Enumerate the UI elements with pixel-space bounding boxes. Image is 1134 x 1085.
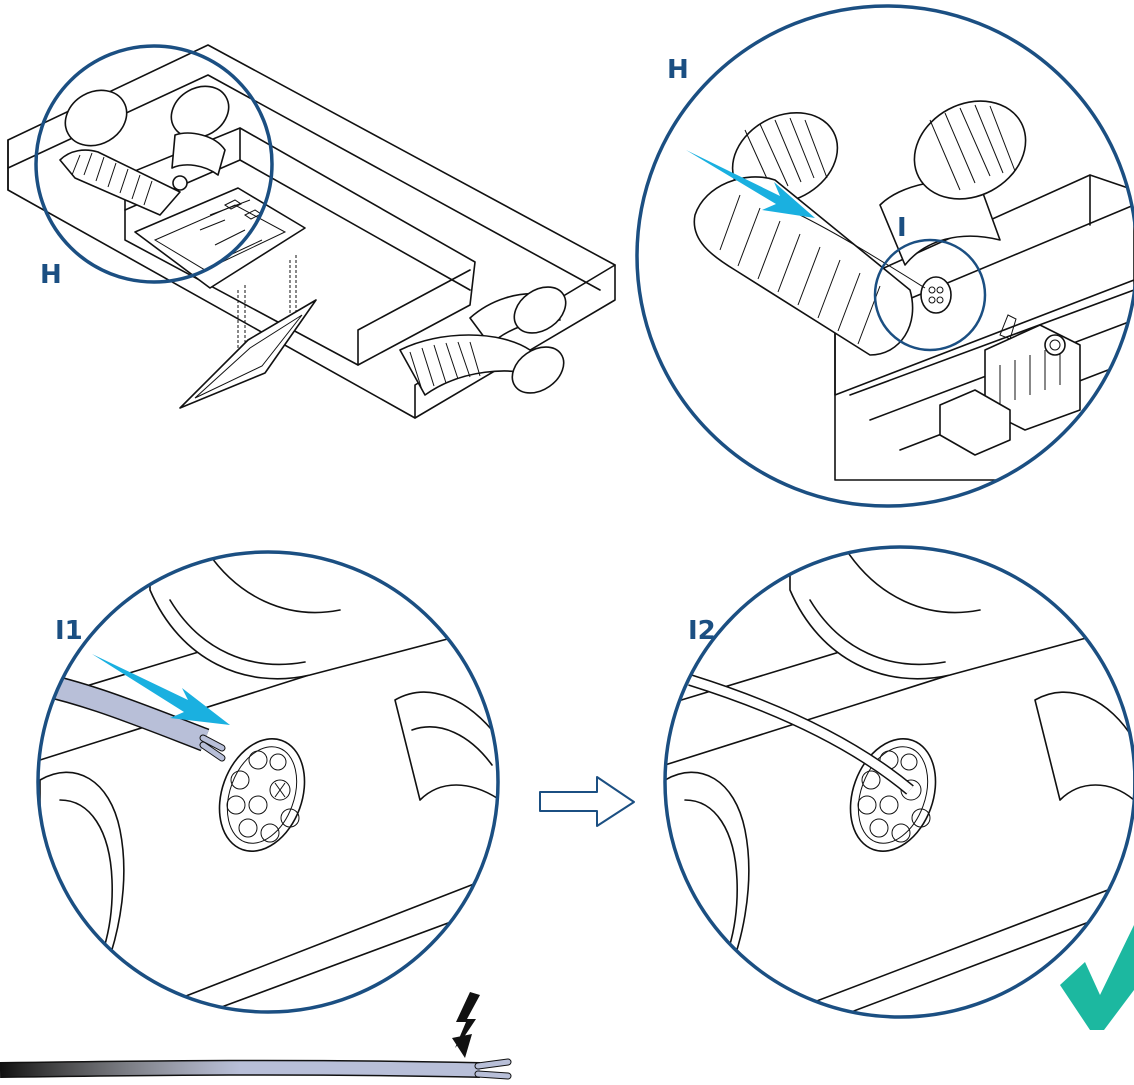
zoom-circle-h	[34, 44, 274, 284]
unit-overview-drawing: H	[7, 44, 616, 419]
power-cable	[0, 1058, 512, 1080]
direction-arrow-h	[686, 150, 815, 218]
zoom-circle-i	[873, 238, 987, 352]
lightning-bolt-icon	[455, 992, 480, 1048]
step2-title: I2	[688, 616, 716, 646]
zoom-circle-i1	[36, 550, 500, 1014]
detail-h-drawing: H I	[635, 4, 1134, 508]
overview-callout-h: H	[40, 260, 62, 290]
direction-arrow-i1	[92, 654, 230, 725]
zoom-circle-i2	[663, 545, 1134, 1019]
checkmark-icon	[1060, 925, 1134, 1030]
step1-title: I1	[55, 616, 83, 646]
detail-i-label: I	[897, 213, 907, 243]
zoom-circle-detail-h	[635, 4, 1134, 508]
detail-h-title: H	[667, 55, 689, 85]
lightning-bolt-arrowhead	[452, 1034, 472, 1058]
step-i2-drawing: I2	[663, 545, 1134, 1030]
step-i1-drawing: I1	[36, 550, 500, 1014]
next-step-arrow	[539, 776, 635, 827]
